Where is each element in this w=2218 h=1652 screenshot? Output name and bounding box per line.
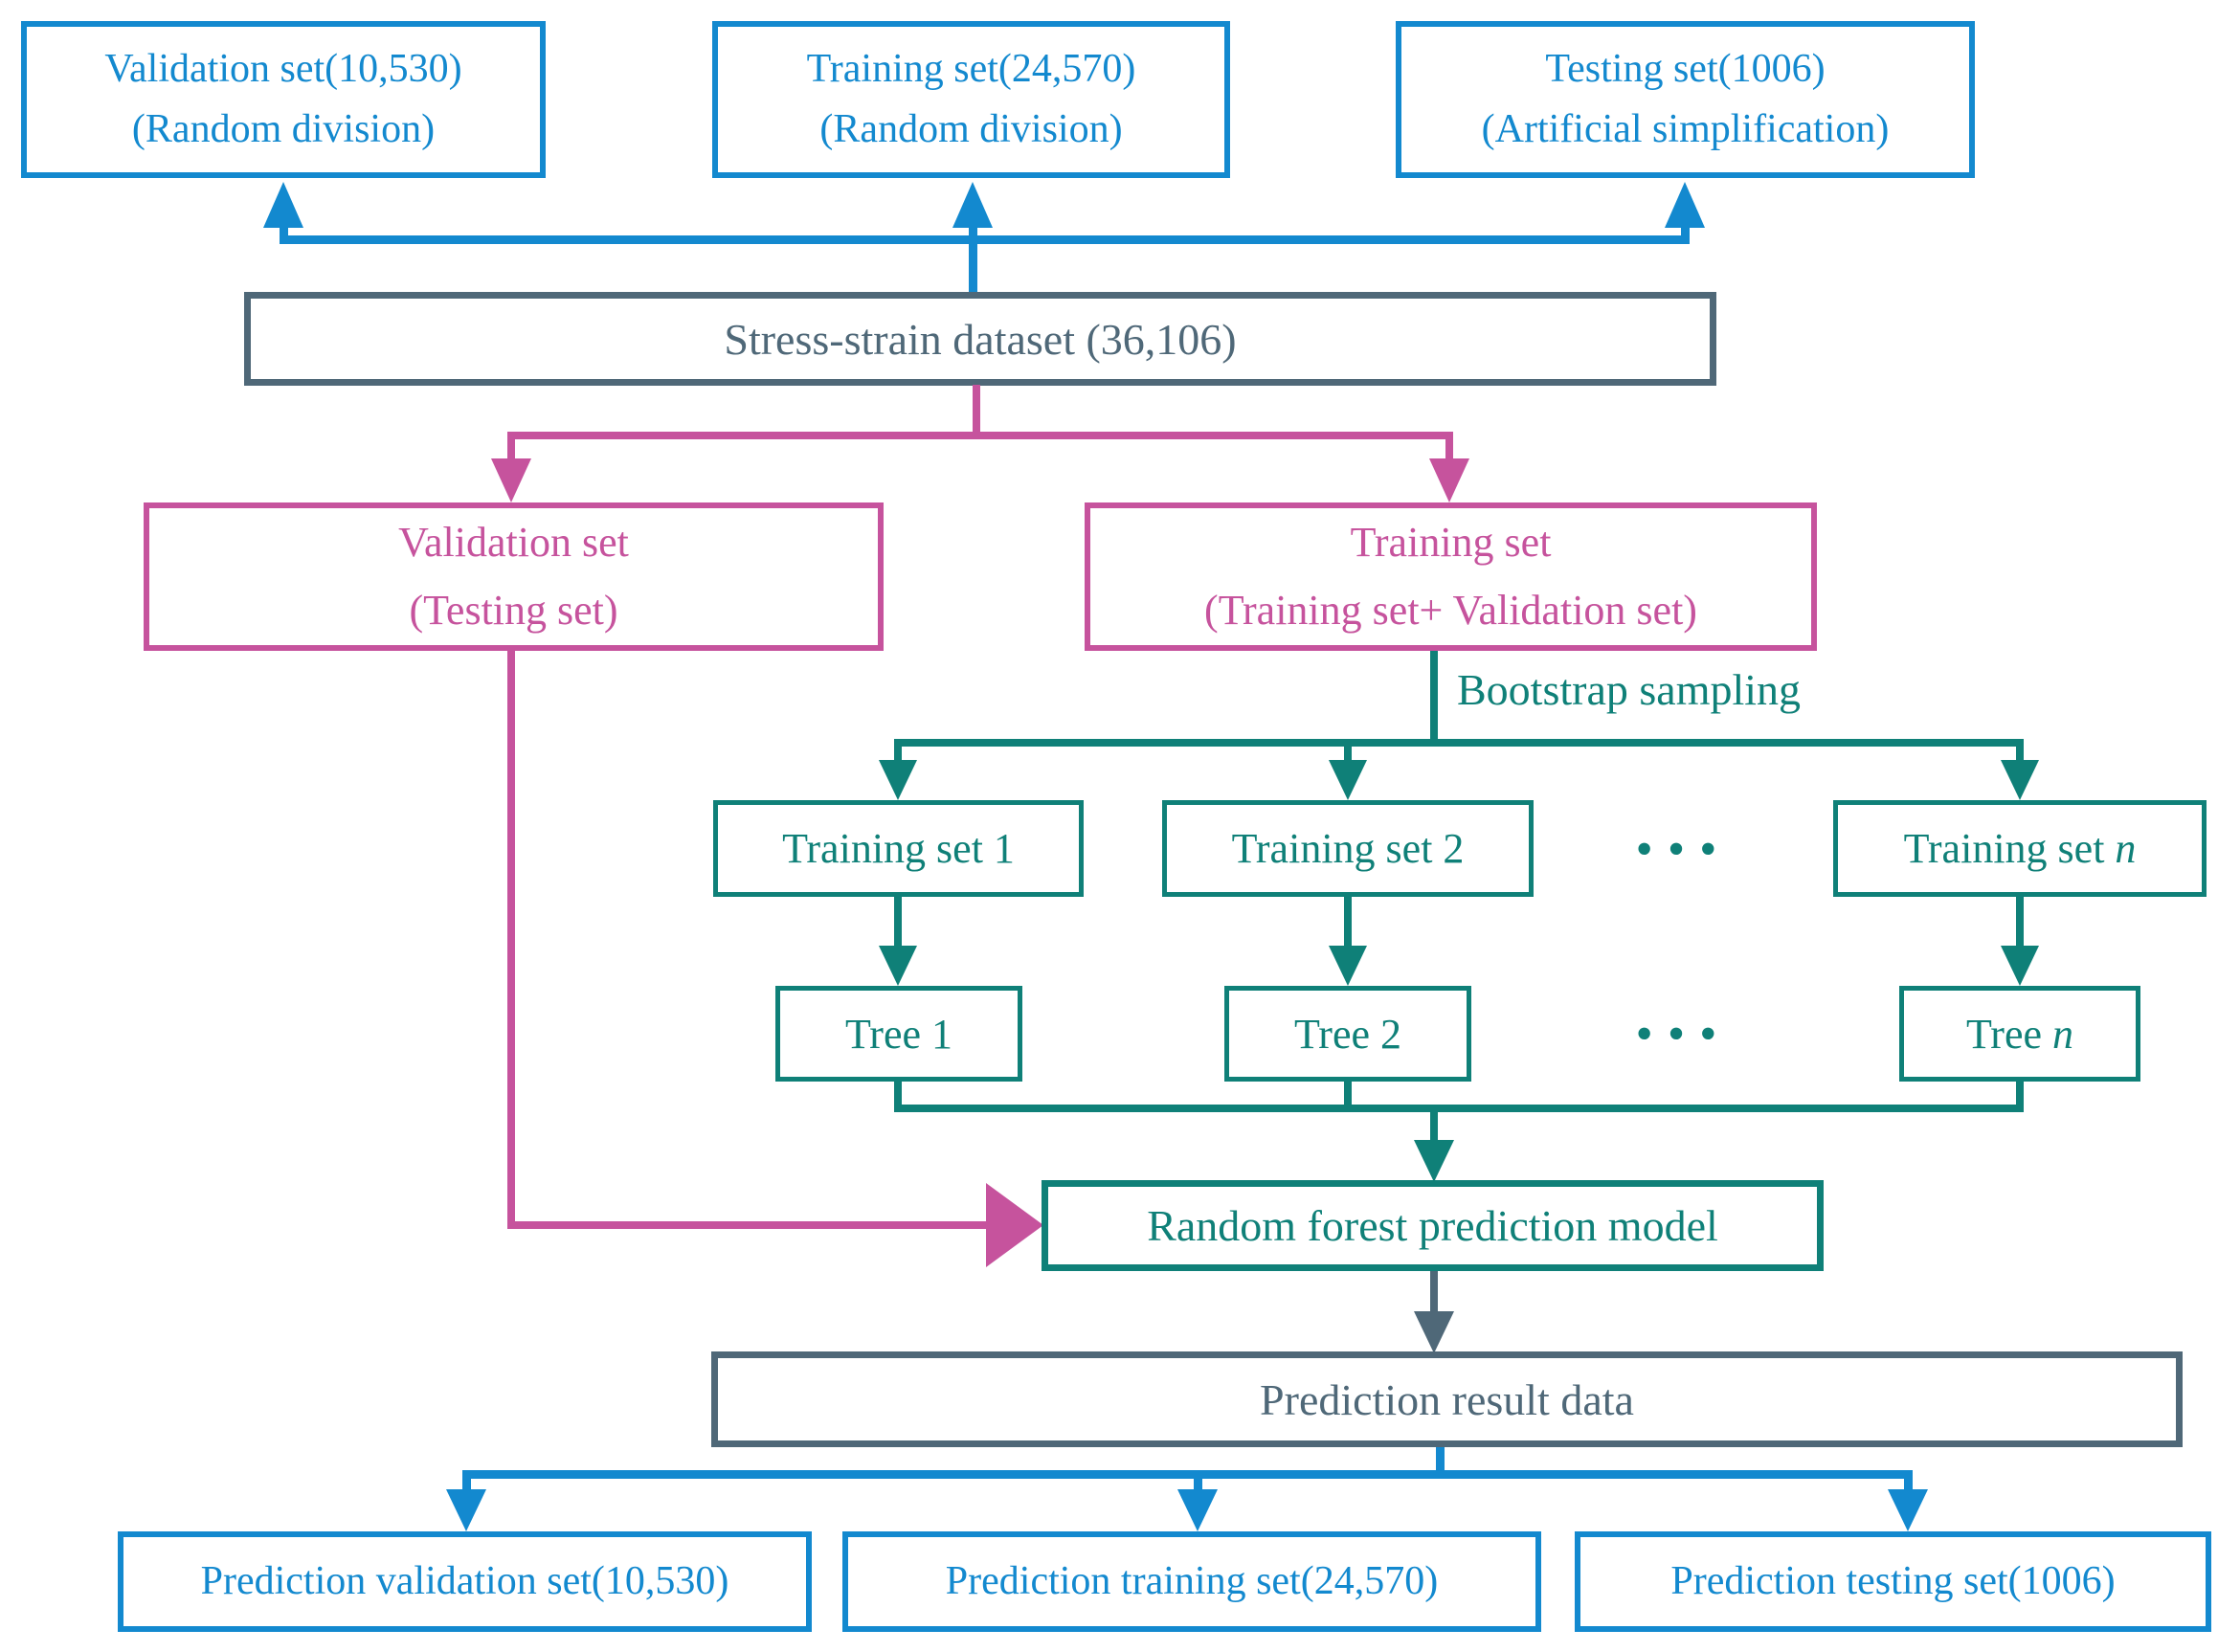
- line-result-split: [462, 1470, 1912, 1479]
- arrowhead-up-to-validation: [263, 182, 303, 228]
- box-random-forest-model-label: Random forest prediction model: [1147, 1201, 1718, 1250]
- box-prediction-result: Prediction result data: [711, 1351, 2183, 1447]
- box-training-set-division-line2: (Training set+ Validation set): [1204, 586, 1697, 634]
- box-training-set-n-label: Training set n: [1903, 825, 2137, 872]
- box-training-set-random-line2: (Random division): [819, 107, 1123, 151]
- stub-tree2-down: [1344, 1082, 1352, 1112]
- arrowhead-down-to-pred-validation: [446, 1489, 486, 1531]
- box-training-set-random: Training set(24,570) (Random division): [712, 21, 1230, 178]
- stub-down-to-pred-training: [1194, 1470, 1202, 1495]
- stub-bootstrap: [1430, 651, 1438, 743]
- line-dataset-split: [507, 432, 1453, 439]
- arrowhead-tsn-to-treen: [2001, 946, 2039, 986]
- arrowhead-ts1-to-tree1: [879, 946, 917, 986]
- arrowhead-ts2-to-tree2: [1329, 946, 1367, 986]
- box-validation-set-division-line1: Validation set: [398, 519, 629, 567]
- box-tree-1-label: Tree 1: [844, 1010, 953, 1058]
- stub-dataset-top: [969, 235, 977, 294]
- stub-down-to-pred-validation: [462, 1470, 471, 1495]
- box-prediction-validation-set-label: Prediction validation set(10,530): [200, 1559, 729, 1603]
- stub-treen-down: [2016, 1082, 2024, 1112]
- stub-down-to-pred-testing: [1904, 1470, 1913, 1495]
- box-training-set-random-line1: Training set(24,570): [806, 47, 1136, 91]
- line-validation-to-model: [507, 1221, 986, 1229]
- stub-up-to-validation: [280, 222, 288, 244]
- box-training-set-division: Training set (Training set+ Validation s…: [1085, 502, 1817, 651]
- box-stress-strain-dataset-label: Stress-strain dataset (36,106): [724, 314, 1237, 364]
- stub-up-to-training: [969, 222, 977, 244]
- arrowhead-right-to-model: [986, 1183, 1043, 1267]
- box-testing-set-artificial-line1: Testing set(1006): [1545, 47, 1826, 91]
- box-tree-2: Tree 2: [1224, 986, 1471, 1082]
- box-random-forest-model: Random forest prediction model: [1042, 1180, 1824, 1271]
- line-trees-merge: [894, 1105, 2024, 1112]
- stub-model-to-result: [1430, 1271, 1438, 1319]
- box-prediction-validation-set: Prediction validation set(10,530): [118, 1531, 812, 1632]
- box-tree-n: Tree n: [1899, 986, 2140, 1082]
- arrowhead-down-to-model: [1414, 1140, 1454, 1182]
- box-training-set-2: Training set 2: [1162, 800, 1534, 897]
- label-bootstrap-sampling: Bootstrap sampling: [1457, 665, 1802, 714]
- box-validation-set-division-line2: (Testing set): [409, 586, 618, 634]
- line-bootstrap-split: [894, 739, 2024, 747]
- arrowhead-down-to-result: [1414, 1311, 1454, 1353]
- arrowhead-down-to-training-div: [1429, 458, 1469, 502]
- ellipsis-training-sets: ···: [1631, 809, 1729, 889]
- box-training-set-2-label: Training set 2: [1231, 825, 1465, 872]
- stub-down-to-validation-div: [507, 432, 515, 462]
- stub-down-to-ts2: [1344, 739, 1352, 766]
- box-training-set-1-label: Training set 1: [782, 825, 1015, 872]
- box-testing-set-artificial-line2: (Artificial simplification): [1481, 107, 1890, 151]
- box-prediction-result-label: Prediction result data: [1260, 1374, 1634, 1424]
- box-training-set-1: Training set 1: [713, 800, 1084, 897]
- box-tree-2-label: Tree 2: [1293, 1010, 1402, 1058]
- box-validation-set-random: Validation set(10,530) (Random division): [21, 21, 546, 178]
- box-tree-1: Tree 1: [775, 986, 1022, 1082]
- box-testing-set-artificial: Testing set(1006) (Artificial simplifica…: [1396, 21, 1975, 178]
- stub-down-to-training-div: [1445, 432, 1453, 462]
- stub-tsn-to-treen: [2016, 897, 2024, 951]
- box-tree-n-label: Tree n: [1965, 1010, 2074, 1058]
- stub-result-bottom: [1436, 1447, 1445, 1474]
- stub-merge-to-model: [1430, 1105, 1438, 1148]
- stub-down-to-tsn: [2016, 739, 2024, 766]
- box-prediction-training-set-label: Prediction training set(24,570): [945, 1559, 1439, 1603]
- box-training-set-n: Training set n: [1833, 800, 2207, 897]
- box-stress-strain-dataset: Stress-strain dataset (36,106): [244, 292, 1716, 386]
- box-validation-set-division: Validation set (Testing set): [144, 502, 884, 651]
- box-training-set-division-line1: Training set: [1350, 519, 1552, 567]
- arrowhead-down-to-validation-div: [491, 458, 531, 502]
- box-validation-set-random-line2: (Random division): [131, 107, 436, 151]
- arrowhead-down-to-ts2: [1329, 760, 1367, 800]
- line-dataset-to-top-row: [280, 235, 1689, 244]
- arrowhead-down-to-tsn: [2001, 760, 2039, 800]
- arrowhead-down-to-pred-testing: [1888, 1489, 1928, 1531]
- stub-down-to-ts1: [894, 739, 902, 766]
- box-prediction-testing-set: Prediction testing set(1006): [1575, 1531, 2211, 1632]
- stub-ts1-to-tree1: [894, 897, 902, 951]
- ellipsis-trees: ···: [1631, 993, 1729, 1074]
- box-prediction-testing-set-label: Prediction testing set(1006): [1670, 1559, 2116, 1603]
- stub-dataset-bottom: [973, 385, 980, 435]
- arrowhead-up-to-training: [952, 182, 993, 228]
- arrowhead-down-to-ts1: [879, 760, 917, 800]
- arrowhead-up-to-testing: [1665, 182, 1705, 228]
- box-prediction-training-set: Prediction training set(24,570): [842, 1531, 1541, 1632]
- stub-up-to-testing: [1681, 222, 1690, 244]
- arrowhead-down-to-pred-training: [1177, 1489, 1218, 1531]
- stub-ts2-to-tree2: [1344, 897, 1352, 951]
- stub-tree1-down: [894, 1082, 902, 1112]
- line-validation-down: [507, 651, 515, 1229]
- box-validation-set-random-line1: Validation set(10,530): [104, 47, 462, 91]
